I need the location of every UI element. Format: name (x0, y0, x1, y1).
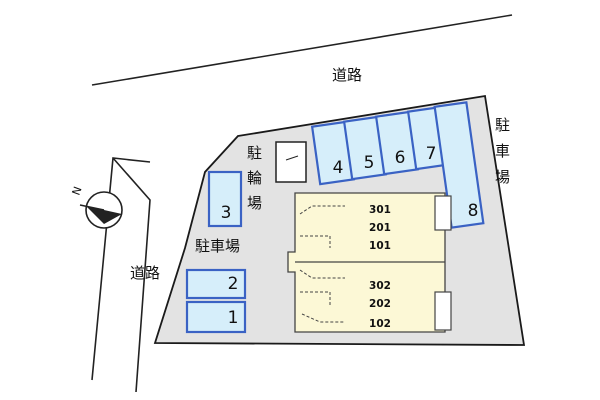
north-compass-icon: N (70, 185, 123, 229)
parking-right-char-2: 車 (495, 142, 510, 160)
left-road-edge-inner (112, 157, 151, 393)
parking-space-8 (433, 101, 485, 229)
north-label: N (70, 185, 85, 197)
road-label-top: 道路 (332, 66, 362, 84)
bicycle-label: 駐 輪 場 (247, 144, 267, 212)
room-302: 302 (369, 280, 391, 292)
parking-space-3 (207, 170, 243, 228)
space-label-8: 8 (468, 201, 479, 221)
room-202: 202 (369, 298, 391, 310)
parking-label-left: 駐車場 (195, 237, 240, 255)
parking-right-char-1: 駐 (495, 116, 510, 134)
balcony-bottom (434, 291, 452, 331)
space-label-5: 5 (364, 153, 375, 173)
bicycle-char-3: 場 (247, 194, 262, 212)
space-label-2: 2 (228, 274, 239, 294)
parking-right-char-3: 場 (495, 168, 510, 186)
balcony-top (434, 195, 452, 231)
room-201: 201 (369, 222, 391, 234)
space-label-7: 7 (426, 144, 437, 164)
bicycle-char-2: 輪 (247, 169, 262, 187)
parking-space-2 (185, 268, 247, 300)
space-label-3: 3 (221, 203, 232, 223)
parking-label-right: 駐 車 場 (495, 116, 515, 186)
bicycle-char-1: 駐 (247, 144, 262, 162)
space-label-4: 4 (333, 158, 344, 178)
room-301: 301 (369, 204, 391, 216)
top-road-edge (91, 14, 513, 86)
space-label-6: 6 (395, 148, 406, 168)
space-label-1: 1 (228, 308, 239, 328)
room-101: 101 (369, 240, 391, 252)
road-label-left: 道路 (130, 264, 160, 282)
interior-stairs (299, 205, 345, 323)
bicycle-parking-box (275, 141, 307, 183)
room-102: 102 (369, 318, 391, 330)
parking-space-1 (185, 300, 247, 334)
